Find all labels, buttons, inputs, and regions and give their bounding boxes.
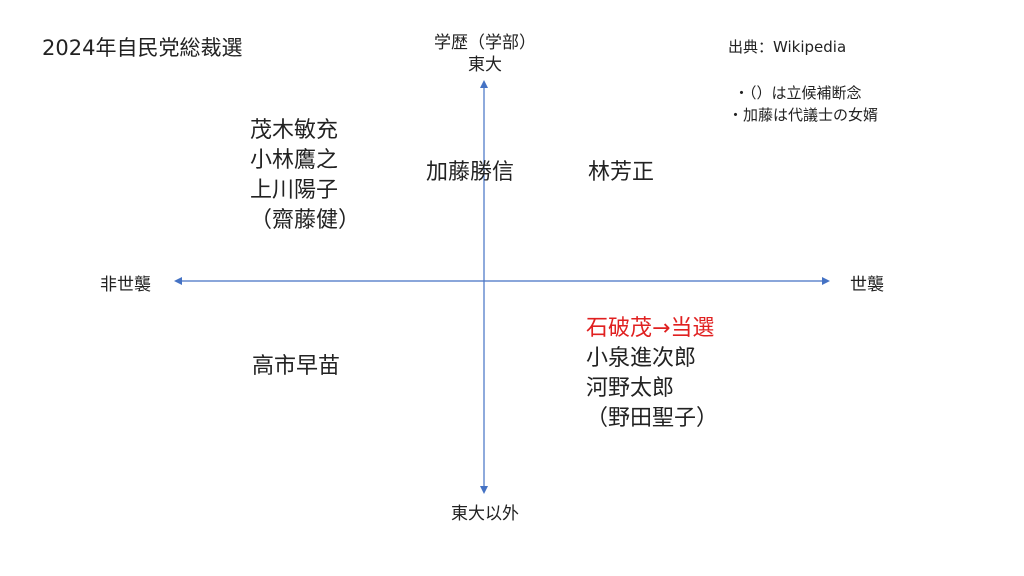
left-arrowhead [174,277,182,285]
top-arrowhead [480,80,488,88]
candidate-name: 上川陽子 [250,178,339,203]
candidate-name: 高市早苗 [252,354,341,379]
candidate-name: （野田聖子） [586,406,719,431]
axis-label-top-value: 東大 [468,55,502,75]
quadrant-bottom-left: 高市早苗 [252,352,340,382]
bottom-arrowhead [480,486,488,494]
candidate-name: 加藤勝信 [426,160,515,185]
axis-label-top-title: 学歴（学部） [434,33,536,53]
candidate-name: （齋藤健） [250,208,361,233]
source-label: 出典：Wikipedia [728,38,847,56]
quadrant-bottom-right: 石破茂→当選 小泉進次郎 河野太郎 （野田聖子） [586,314,718,434]
axis-label-left: 非世襲 [100,275,151,295]
axis-label-top: 学歴（学部） 東大 [400,32,570,76]
note-kato: ・加藤は代議士の女婿 [728,106,879,124]
axis-label-right: 世襲 [850,275,884,295]
candidate-name: 茂木敏充 [250,118,339,143]
quadrant-top-left: 茂木敏充 小林鷹之 上川陽子 （齋藤健） [250,116,360,236]
quadrant-top-center: 加藤勝信 [426,158,514,188]
candidate-name: 河野太郎 [586,376,675,401]
candidate-name: 林芳正 [588,160,655,185]
quadrant-top-right: 林芳正 [588,158,654,188]
candidate-name: 小林鷹之 [250,148,339,173]
note-withdrawn: ・（）は立候補断念 [734,84,862,102]
axis-label-bottom: 東大以外 [451,504,519,524]
candidate-name: 小泉進次郎 [586,346,697,371]
candidate-name-elected: 石破茂→当選 [586,316,715,341]
right-arrowhead [822,277,830,285]
page-title: 2024年自民党総裁選 [42,36,243,60]
